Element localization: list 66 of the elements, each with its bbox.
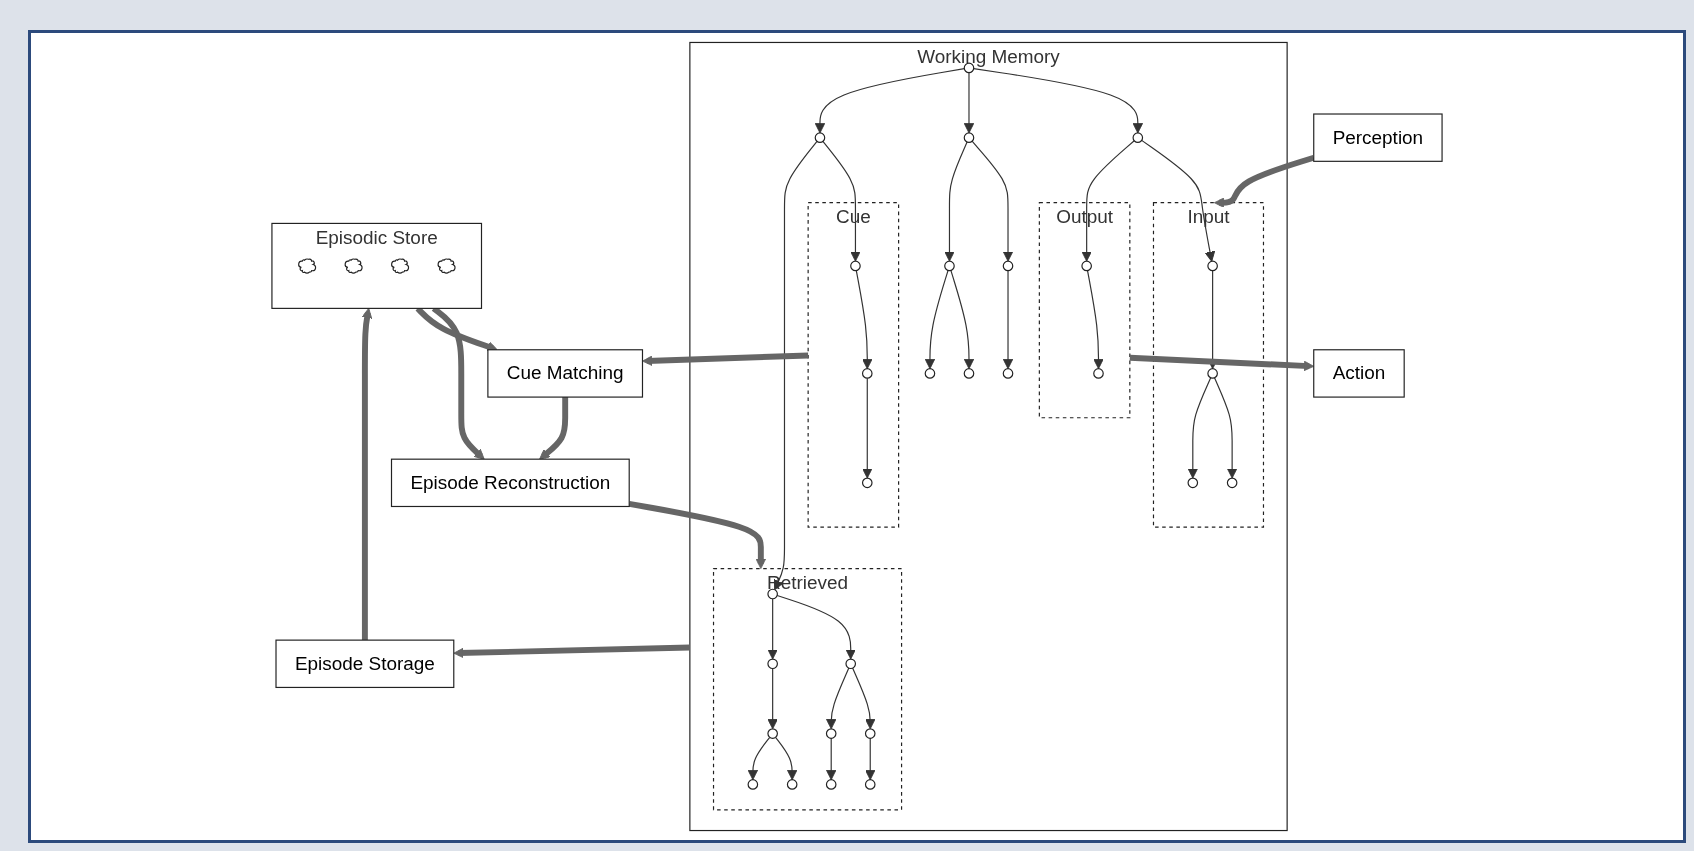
arrow <box>852 667 876 730</box>
node-circle <box>814 132 826 143</box>
arrow <box>1213 377 1238 479</box>
arrow <box>963 72 975 134</box>
arrow <box>924 269 949 370</box>
node-circle <box>767 658 778 670</box>
arrow <box>767 667 778 730</box>
arrow <box>628 500 767 570</box>
node-circle <box>747 779 759 790</box>
node-box: Action <box>1313 349 1405 398</box>
arrow <box>855 269 873 370</box>
node-circle <box>1207 368 1218 379</box>
node-cloud <box>391 258 410 274</box>
arrow <box>1002 270 1014 370</box>
arrow <box>361 307 373 641</box>
arrow <box>814 68 965 134</box>
node-circle <box>1226 477 1238 489</box>
node-circle <box>1002 260 1014 272</box>
arrow <box>747 736 771 781</box>
arrow <box>944 141 968 262</box>
node-circle <box>864 779 876 790</box>
arrow <box>539 397 569 460</box>
node-circle <box>1132 132 1144 143</box>
arrow <box>862 377 873 479</box>
node-box: Episode Reconstruction <box>390 458 630 508</box>
arrow <box>642 352 809 366</box>
arrow <box>950 269 975 370</box>
arrow <box>973 68 1143 134</box>
node-cloud <box>437 258 456 274</box>
node-circle <box>1093 368 1104 379</box>
node-box: Episode Storage <box>275 639 455 688</box>
node-circle <box>767 728 778 739</box>
arrow <box>773 140 818 591</box>
node-circle <box>963 368 975 379</box>
node-box: Cue Matching <box>487 349 644 398</box>
node-circle <box>963 132 975 143</box>
node-circle <box>825 728 837 739</box>
node-circle <box>944 260 955 272</box>
arrow <box>865 737 876 781</box>
arrow <box>1187 377 1212 479</box>
arrow <box>776 594 856 660</box>
node-circle <box>1207 260 1218 272</box>
node-circle <box>850 260 861 272</box>
node-cloud <box>344 258 363 274</box>
node-circle <box>861 368 873 379</box>
node-box: Perception <box>1313 113 1443 162</box>
arrow <box>1213 154 1315 208</box>
node-circle <box>864 728 876 739</box>
node-circle <box>845 658 857 670</box>
node-circle <box>1187 477 1199 489</box>
arrow <box>822 140 861 262</box>
arrow <box>826 737 837 781</box>
arrow <box>971 140 1014 262</box>
arrow <box>453 644 690 659</box>
node-circle <box>861 477 873 489</box>
node-circle <box>1081 260 1092 272</box>
arrow <box>767 598 778 660</box>
arrow <box>1086 269 1104 370</box>
arrow <box>1141 139 1216 262</box>
arrow <box>774 736 798 781</box>
arrow <box>826 667 850 730</box>
node-circle <box>924 368 936 379</box>
node-cloud <box>298 258 317 274</box>
node-circle <box>786 779 798 790</box>
node-circle <box>1002 368 1014 379</box>
node-circle <box>825 779 837 790</box>
